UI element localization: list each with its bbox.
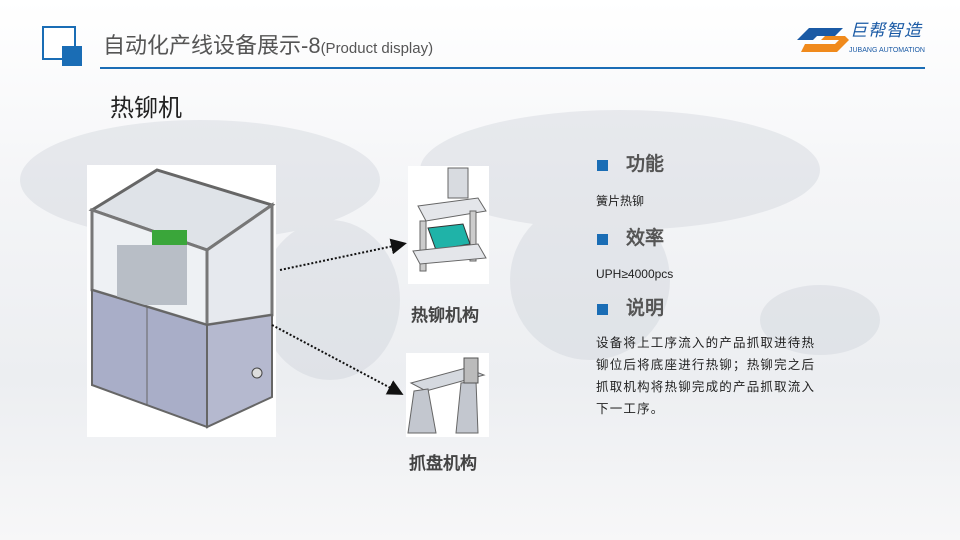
section-description-text: 设备将上工序流入的产品抓取进待热铆位后将底座进行热铆；热铆完之后抓取机构将热铆完… (596, 336, 816, 416)
machine-name: 热铆机 (110, 95, 182, 122)
section-description-heading: 说明 (597, 296, 664, 322)
page-title-suffix: (Product display) (320, 40, 434, 57)
header-divider (100, 67, 925, 69)
company-logo-icon (797, 28, 849, 52)
part2-label: 抓盘机构 (409, 454, 477, 473)
section-function-text: 簧片热铆 (596, 194, 645, 208)
hot-riveting-mechanism-image (408, 166, 489, 284)
bullet-square-icon (597, 233, 608, 245)
section-efficiency-title: 效率 (626, 228, 665, 249)
section-description-title: 说明 (626, 298, 665, 319)
tray-gripper-mechanism-image (406, 353, 489, 437)
logo-text-cn: 巨帮智造 (850, 21, 922, 41)
section-efficiency-text: UPH≥4000pcs (596, 267, 674, 281)
page-title-text: 自动化产线设备展示-8 (103, 33, 321, 58)
section-function-heading: 功能 (597, 152, 664, 178)
logo-text-en: JUBANG AUTOMATION (849, 47, 925, 54)
machine-image (87, 165, 276, 437)
title-decoration-square (62, 46, 82, 66)
bullet-square-icon (597, 159, 608, 171)
section-efficiency-heading: 效率 (597, 226, 664, 252)
bullet-square-icon (597, 303, 608, 315)
section-function-title: 功能 (626, 154, 665, 175)
page-title: 自动化产线设备展示-8(Product display) (103, 32, 433, 63)
part1-label: 热铆机构 (411, 306, 479, 325)
